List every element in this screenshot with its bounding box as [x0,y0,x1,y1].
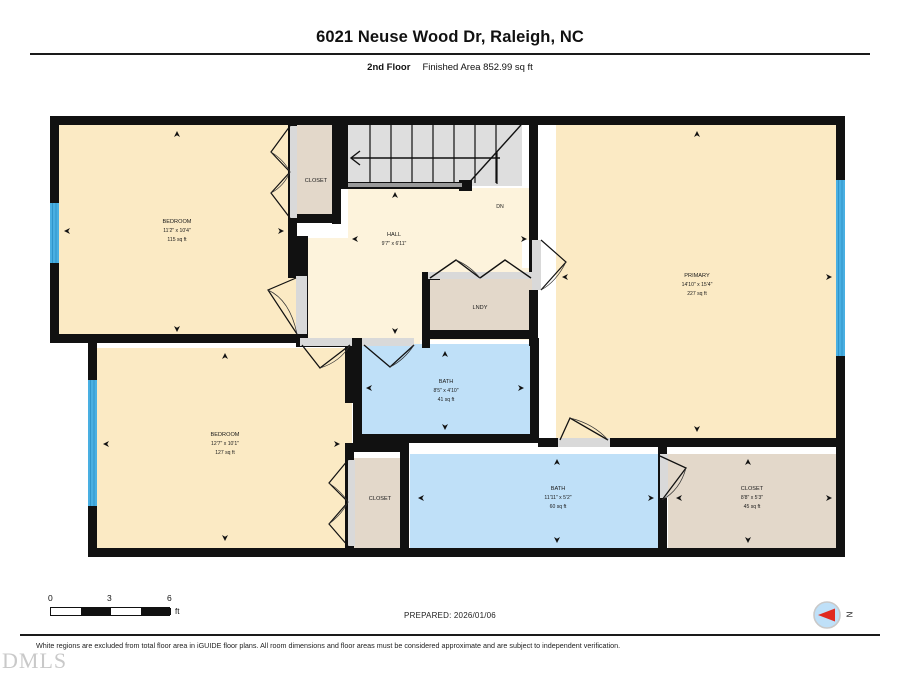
room-label-closet-primary-name: CLOSET [741,486,764,492]
room-label-primary-name: PRIMARY [684,273,710,279]
room-label-laundry: LNDY [473,305,488,311]
room-label-primary-area: 227 sq ft [687,291,707,297]
window-group [50,180,845,506]
room-label-hall-name: HALL [387,232,401,238]
room-label-bath-1-area: 41 sq ft [438,397,455,403]
room-label-closet-upper: CLOSET [305,178,328,184]
floor-summary: 2nd Floor Finished Area 852.99 sq ft [0,62,900,73]
room-label-closet-primary-area: 45 sq ft [744,504,761,510]
room-label-hall-dims: 9'7" x 6'11" [382,241,407,247]
room-label-bedroom-2-area: 127 sq ft [215,450,235,456]
stair-direction-label: DN [496,204,504,210]
scale-bar-segment [141,608,171,615]
room-label-primary-dims: 14'10" x 15'4" [682,282,713,288]
page-title: 6021 Neuse Wood Dr, Raleigh, NC [316,28,584,46]
room-label-closet-lower: CLOSET [369,496,392,502]
room-label-bath-1-dims: 8'5" x 4'10" [433,388,458,394]
room-label-bedroom-1-dims: 11'2" x 10'4" [163,228,191,234]
room-label-bedroom-2-dims: 12'7" x 10'1" [211,441,239,447]
room-labels: BEDROOM 11'2" x 10'4" 115 sq ft CLOSET H… [163,178,764,510]
disclaimer-text: White regions are excluded from total fl… [36,641,621,650]
scale-tick-0: 0 [48,593,53,603]
compass-north-label: N [844,611,854,618]
room-label-bath-2-area: 60 sq ft [550,504,567,510]
scale-tick-6: 6 [167,593,172,603]
scale-bar [50,607,171,616]
room-label-bedroom-1-name: BEDROOM [163,219,192,225]
finished-area-label: Finished Area 852.99 sq ft [422,62,533,73]
door-group [267,125,688,547]
staircase [348,124,522,187]
room-label-closet-primary-dims: 8'8" x 5'3" [741,495,763,501]
header-divider [30,53,870,55]
watermark: DMLS [2,648,68,673]
room-label-bath-1-name: BATH [439,379,454,385]
room-label-bath-2-dims: 11'11" x 5'2" [544,495,571,501]
scale-unit-label: ft [175,607,180,616]
room-label-bath-2-name: BATH [551,486,566,492]
compass-rose [812,600,842,630]
room-label-bedroom-2-name: BEDROOM [211,432,240,438]
floor-label: 2nd Floor [367,62,411,73]
scale-bar-segment [81,608,111,615]
footer-divider [20,634,880,636]
prepared-date: PREPARED: 2026/01/06 [404,611,496,620]
scale-tick-3: 3 [107,593,112,603]
room-label-bedroom-1-area: 115 sq ft [167,237,187,243]
